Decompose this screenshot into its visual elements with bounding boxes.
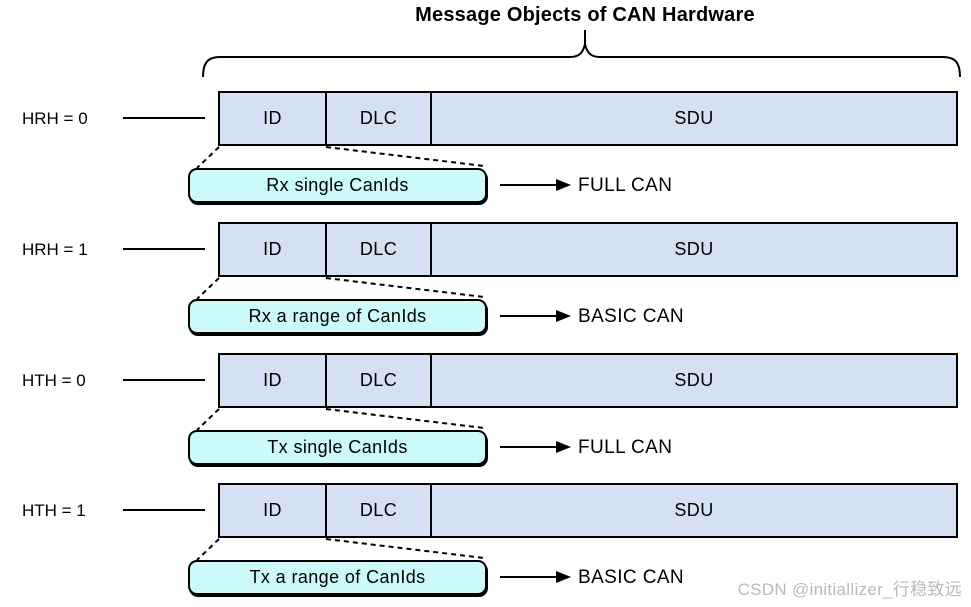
connector-line [123,248,205,250]
id-field: ID [220,93,327,144]
dlc-field: DLC [327,93,432,144]
dlc-field: DLC [327,485,432,536]
sdu-field: SDU [674,108,714,128]
message-object-box: ID DLC SDU [218,483,958,538]
id-field: ID [220,485,327,536]
filter-callout: Rx a range of CanIds [188,299,487,334]
dlc-field: DLC [327,355,432,406]
diagram-title: Message Objects of CAN Hardware [415,4,755,26]
filter-callout: Tx a range of CanIds [188,560,487,595]
sdu-field: SDU [674,500,714,520]
message-object-box: ID DLC SDU [218,353,958,408]
connector-line [123,117,205,119]
row-hth1: HTH = 1 ID DLC SDU Tx a range of CanIds … [0,483,971,607]
id-field: ID [220,355,327,406]
handle-label: HRH = 0 [22,109,88,128]
can-type-label: BASIC CAN [578,567,685,588]
sdu-field: SDU [674,239,714,259]
sdu-field: SDU [674,370,714,390]
dlc-field: DLC [327,224,432,275]
filter-callout: Tx single CanIds [188,430,487,465]
can-type-label: FULL CAN [578,437,673,458]
handle-label: HTH = 0 [22,371,86,390]
can-type-label: FULL CAN [578,175,673,196]
row-hrh0: HRH = 0 ID DLC SDU Rx single CanIds FULL… [0,91,971,222]
handle-label: HTH = 1 [22,501,86,520]
curly-brace-icon [202,30,961,78]
csdn-watermark: CSDN @initiallizer_行稳致远 [737,580,962,599]
connector-line [123,509,205,511]
connector-line [123,379,205,381]
row-hrh1: HRH = 1 ID DLC SDU Rx a range of CanIds … [0,222,971,353]
can-type-label: BASIC CAN [578,306,685,327]
message-object-box: ID DLC SDU [218,222,958,277]
filter-callout: Rx single CanIds [188,168,487,203]
message-object-box: ID DLC SDU [218,91,958,146]
handle-label: HRH = 1 [22,240,88,259]
row-hth0: HTH = 0 ID DLC SDU Tx single CanIds FULL… [0,353,971,484]
id-field: ID [220,224,327,275]
